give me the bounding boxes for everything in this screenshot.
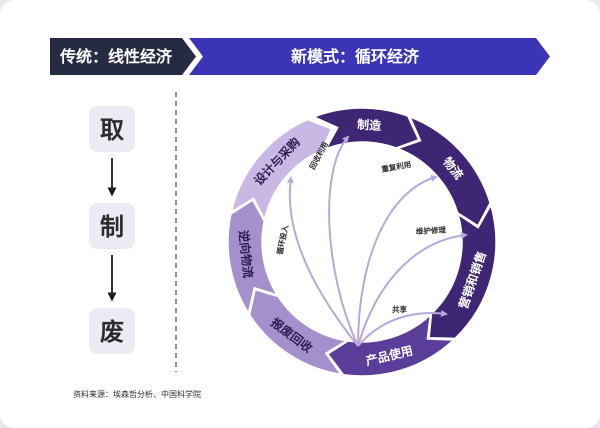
- segment-marketing-sales: [428, 203, 497, 340]
- segment-product-use: [326, 313, 456, 377]
- traditional-banner-label: 传统：线性经济: [59, 47, 173, 66]
- segment-logistics: [395, 115, 491, 227]
- loop-label-reinput: 循环投入: [274, 224, 290, 256]
- loop-label-share: 共享: [392, 304, 407, 314]
- linear-step-box: [89, 106, 135, 152]
- linear-flow: 取 制 废: [89, 106, 135, 354]
- linear-step-box: [89, 308, 135, 354]
- segment-end-of-life: [248, 288, 349, 376]
- new-model-banner-label: 新模式：循环经济: [291, 47, 420, 66]
- repair-arrow: [357, 232, 468, 347]
- traditional-banner: [50, 38, 196, 75]
- linear-step-make: 制: [100, 213, 124, 241]
- linear-step-waste: 废: [100, 318, 124, 346]
- linear-step-box: [89, 203, 135, 249]
- segment-manufacturing-label: 制造: [357, 116, 383, 132]
- segment-reverse-logistics-label: 逆向物流: [236, 229, 256, 278]
- loop-label-reuse: 重复利用: [381, 159, 412, 174]
- circular-ring: [227, 107, 497, 377]
- loop-arrows: [286, 135, 468, 347]
- banner: 传统：线性经济 新模式：循环经济: [50, 38, 550, 75]
- segment-manufacturing: [312, 107, 420, 151]
- share-arrow: [357, 309, 448, 347]
- linear-step-take: 取: [100, 116, 124, 144]
- new-model-banner: [189, 38, 550, 75]
- loop-label-repair: 维护修理: [416, 224, 447, 236]
- source-note: 资料来源：埃森哲分析、中国科学院: [73, 389, 201, 399]
- reuse-arrow: [357, 174, 438, 347]
- reinput-arrow: [286, 176, 359, 347]
- segment-design-procurement: [230, 118, 333, 222]
- segment-reverse-logistics: [227, 199, 279, 315]
- recycle-arrow: [328, 135, 359, 347]
